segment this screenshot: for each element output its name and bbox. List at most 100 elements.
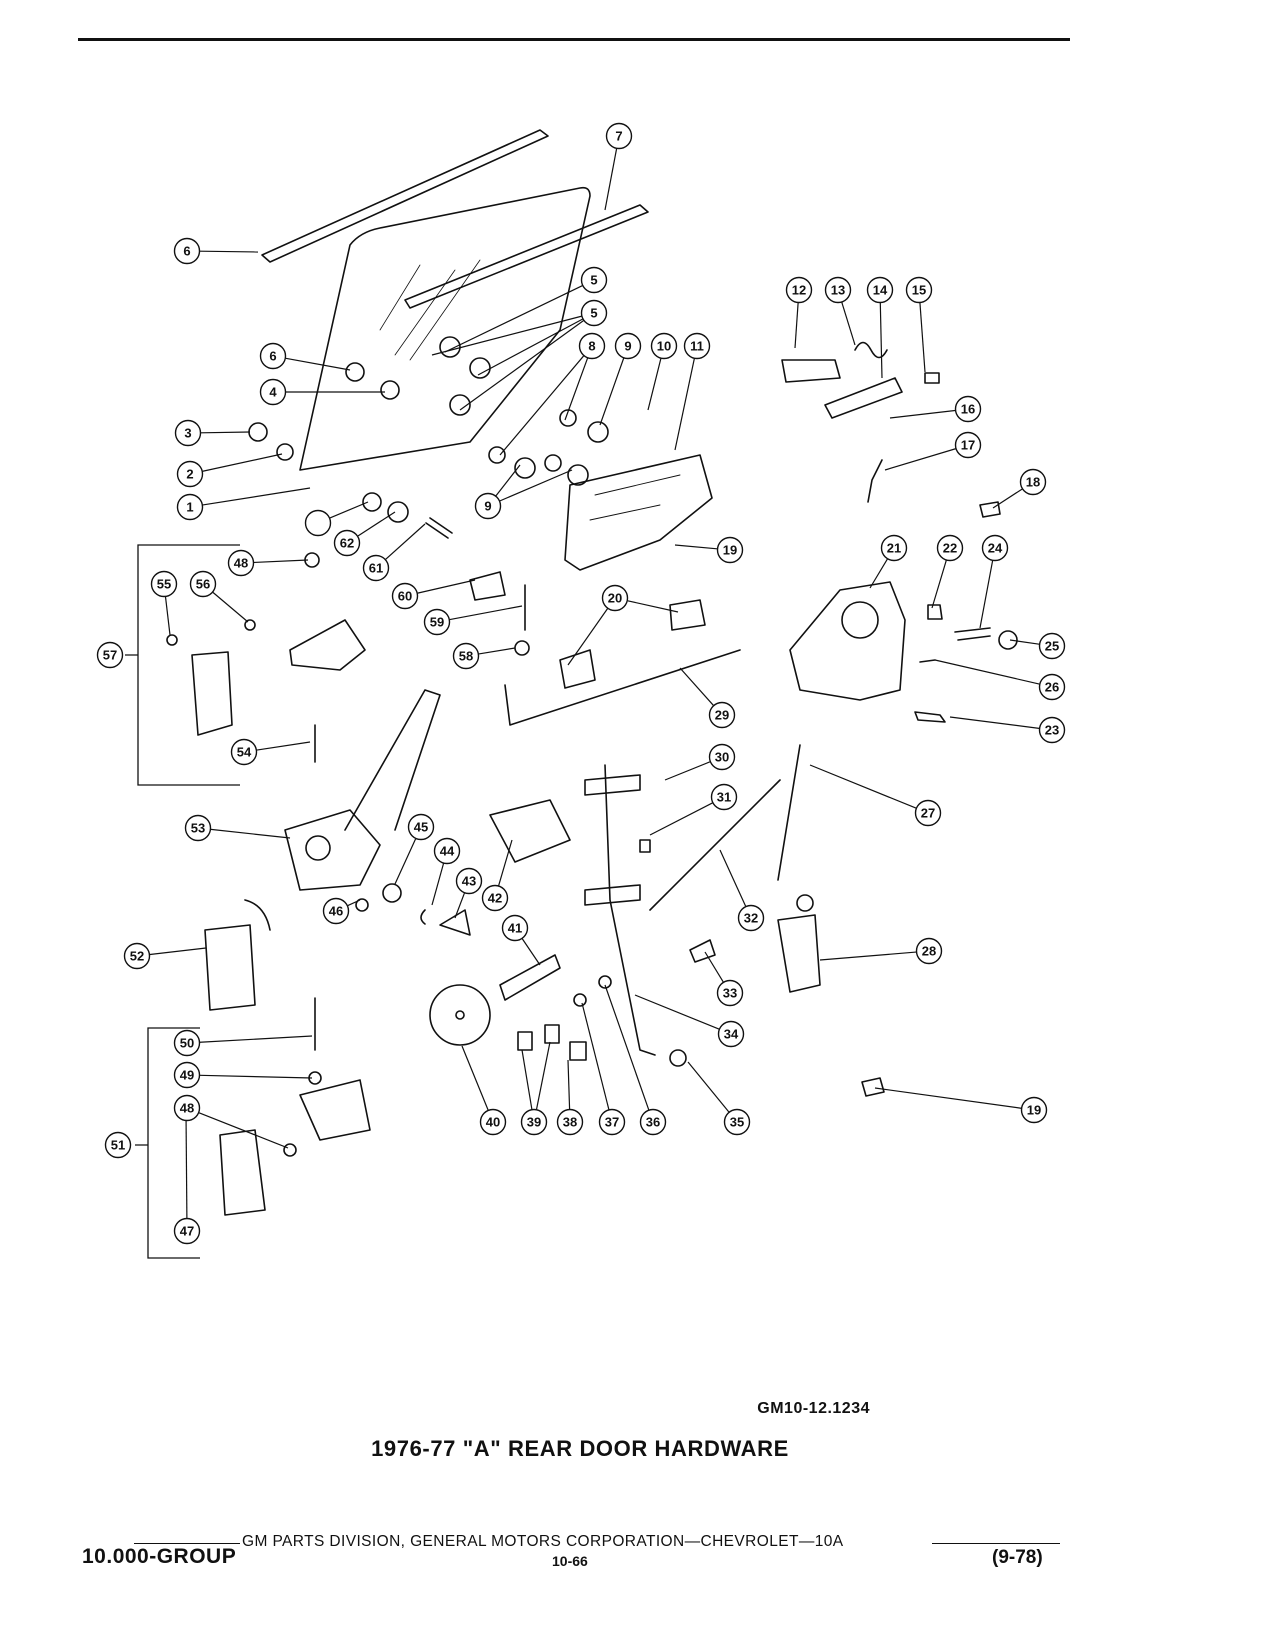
callout-number: 20 — [608, 591, 622, 606]
callout-18: 18 — [1019, 468, 1047, 496]
bushing-9b — [514, 457, 536, 479]
callout-number: 17 — [961, 438, 975, 453]
callout-number: 11 — [690, 339, 704, 354]
callout-circle — [474, 492, 502, 520]
stud-60 — [425, 517, 453, 539]
callout-3: 3 — [174, 419, 202, 447]
leader-line-6 — [199, 250, 259, 253]
leader-line-39 — [535, 1041, 551, 1110]
leader-line-40 — [461, 1045, 489, 1111]
leader-line-7 — [604, 148, 618, 211]
callout-47: 47 — [173, 1217, 201, 1245]
callout-circle — [716, 979, 744, 1007]
leader-line-58 — [478, 647, 516, 655]
callout-number: 57 — [103, 648, 117, 663]
callout-number: 48 — [234, 556, 248, 571]
leader-line-12 — [794, 302, 799, 349]
leader-line-50 — [199, 1035, 313, 1043]
callout-28: 28 — [915, 937, 943, 965]
callout-51: 51 — [104, 1131, 132, 1159]
callout-circle — [639, 1108, 667, 1136]
callout-circle — [578, 332, 606, 360]
leader-line-48 — [253, 559, 309, 564]
callout-17: 17 — [954, 431, 982, 459]
leader-line-39 — [521, 1049, 533, 1110]
callout-number: 53 — [191, 821, 205, 836]
callout-circle — [556, 1108, 584, 1136]
callout-circle — [123, 942, 151, 970]
retainer-45 — [355, 898, 369, 912]
washer-62 — [362, 492, 382, 512]
callout-number: 6 — [183, 244, 190, 259]
callout-number: 32 — [744, 911, 758, 926]
callout-23: 23 — [1038, 716, 1066, 744]
callout-number: 55 — [157, 577, 171, 592]
rod-26 — [777, 744, 801, 881]
leader-line-8 — [564, 358, 589, 421]
callout-number: 42 — [488, 891, 502, 906]
bracket-59 — [469, 571, 506, 601]
callout-circle — [304, 509, 332, 537]
callout-number: 18 — [1026, 475, 1040, 490]
callout-number: 14 — [873, 283, 888, 298]
callout-14: 14 — [866, 276, 894, 304]
spring-13 — [854, 341, 888, 359]
leader-lines — [149, 148, 1040, 1219]
callout-number: 5 — [590, 306, 597, 321]
leader-line-9 — [499, 469, 573, 502]
lock-clip-22 — [927, 604, 943, 620]
callout-5: 5 — [580, 299, 608, 327]
callout-circle — [954, 395, 982, 423]
bracket-20a — [559, 649, 596, 689]
bolt-47 — [283, 1143, 297, 1157]
callout-circle — [605, 122, 633, 150]
callout-53: 53 — [184, 814, 212, 842]
remote-bracket — [584, 774, 641, 796]
drawing-code: GM10-12.1234 — [757, 1400, 870, 1417]
seal-44 — [382, 883, 402, 903]
clip-38a — [517, 1031, 533, 1051]
callout-number: 6 — [269, 349, 276, 364]
callout-circle — [433, 837, 461, 865]
callout-number: 5 — [590, 273, 597, 288]
callout-42: 42 — [481, 884, 509, 912]
leader-line-48 — [198, 1112, 289, 1149]
callout-circle — [259, 342, 287, 370]
callout-37: 37 — [598, 1108, 626, 1136]
leader-line-8 — [499, 355, 585, 456]
callout-circle — [173, 1029, 201, 1057]
leader-line-24 — [979, 560, 994, 629]
leader-line-16 — [889, 409, 956, 419]
callout-number: 34 — [724, 1027, 739, 1042]
leader-line-52 — [149, 947, 207, 956]
footer-rule-right — [932, 1543, 1060, 1544]
leader-line-55 — [164, 596, 171, 636]
callout-circle — [176, 460, 204, 488]
callout-62: 62 — [333, 529, 361, 557]
callout-21: 21 — [880, 534, 908, 562]
top-rule — [78, 38, 1070, 41]
callout-44: 44 — [433, 837, 461, 865]
callout-number: 25 — [1045, 639, 1059, 654]
pulley-39 — [429, 984, 491, 1046]
callout-circle — [717, 1020, 745, 1048]
callout-number: 58 — [459, 649, 473, 664]
callout-number: 43 — [462, 874, 476, 889]
callout-55: 55 — [150, 570, 178, 598]
leader-line-62 — [357, 511, 396, 537]
clip-18a — [979, 501, 1001, 518]
assembly-bracket-56 — [125, 544, 240, 786]
callout-number: 21 — [887, 541, 901, 556]
callout-9: 9 — [474, 492, 502, 520]
leader-line-6 — [285, 357, 351, 371]
callout-circle — [936, 534, 964, 562]
leader-line-15 — [919, 302, 926, 373]
callout-number: 35 — [730, 1115, 744, 1130]
callout-27: 27 — [914, 799, 942, 827]
callout-circle — [614, 332, 642, 360]
callout-number: 37 — [605, 1115, 619, 1130]
leader-line-1 — [202, 487, 311, 506]
callout-39: 39 — [520, 1108, 548, 1136]
callout-circle — [407, 813, 435, 841]
